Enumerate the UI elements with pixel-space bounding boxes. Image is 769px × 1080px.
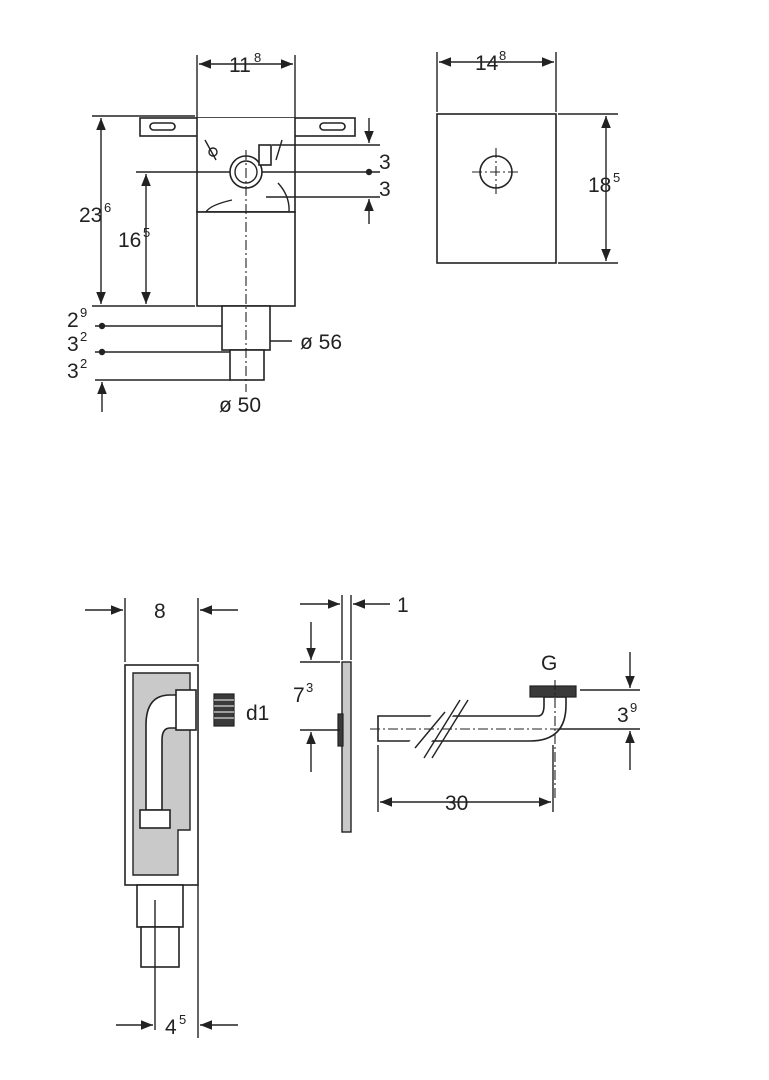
pipe-bend bbox=[377, 696, 567, 742]
front-height-mid-sup: 5 bbox=[143, 225, 150, 240]
front-width-sup: 8 bbox=[254, 50, 261, 65]
outlet-pipe-lower bbox=[229, 349, 265, 381]
inner-diameter-label: ø 50 bbox=[219, 394, 261, 417]
front-gap-3-sup: 2 bbox=[80, 356, 87, 371]
plate-side-view: 1 7 3 bbox=[293, 594, 409, 833]
front-height-total-label: 23 bbox=[79, 204, 102, 227]
side-outlet-lower bbox=[140, 926, 180, 968]
pipe-thread-label: G bbox=[541, 652, 557, 675]
cover-height-label: 18 bbox=[588, 174, 611, 197]
pipe-rise-label: 3 bbox=[617, 704, 629, 727]
front-offset-bottom-label: 3 bbox=[379, 178, 391, 201]
pipe-thread-g bbox=[529, 685, 577, 698]
side-depth-label: 8 bbox=[154, 600, 166, 623]
front-gap-1-sup: 9 bbox=[80, 305, 87, 320]
front-gap-2-label: 3 bbox=[67, 333, 79, 356]
cover-width-label: 14 bbox=[475, 52, 499, 75]
side-bottom-sup: 5 bbox=[179, 1012, 186, 1027]
plate-height-sup: 3 bbox=[306, 680, 313, 695]
pipe-bend-view: G 3 9 30 bbox=[370, 652, 640, 815]
front-height-mid-label: 16 bbox=[118, 229, 141, 252]
front-offset-top-label: 3 bbox=[379, 151, 391, 174]
cap-d1 bbox=[213, 693, 235, 727]
cover-height-sup: 5 bbox=[613, 170, 620, 185]
front-gap-1-label: 2 bbox=[67, 309, 79, 332]
pipe-rise-sup: 9 bbox=[630, 700, 637, 715]
cover-width-sup: 8 bbox=[499, 48, 506, 63]
side-trap-nut bbox=[175, 689, 197, 731]
side-trap-bend bbox=[145, 694, 179, 811]
pipe-length-label: 30 bbox=[445, 792, 468, 815]
front-width-label: 11 bbox=[229, 54, 251, 77]
side-outlet-upper bbox=[136, 884, 184, 928]
plate-height-label: 7 bbox=[293, 684, 305, 707]
cap-d1-label: d1 bbox=[246, 702, 269, 725]
plate-side bbox=[341, 661, 352, 833]
plate-thickness-label: 1 bbox=[397, 594, 409, 617]
front-gap-3-label: 3 bbox=[67, 360, 79, 383]
front-gap-2-sup: 2 bbox=[80, 329, 87, 344]
side-view: d1 8 4 5 bbox=[85, 598, 269, 1039]
front-height-total-sup: 6 bbox=[104, 200, 111, 215]
front-view: 11 8 23 6 16 5 3 3 2 9 3 2 3 2 bbox=[67, 50, 391, 417]
cover-plate-view: 14 8 18 5 bbox=[436, 48, 620, 264]
side-bottom-label: 4 bbox=[165, 1016, 177, 1039]
outer-diameter-label: ø 56 bbox=[300, 331, 342, 354]
